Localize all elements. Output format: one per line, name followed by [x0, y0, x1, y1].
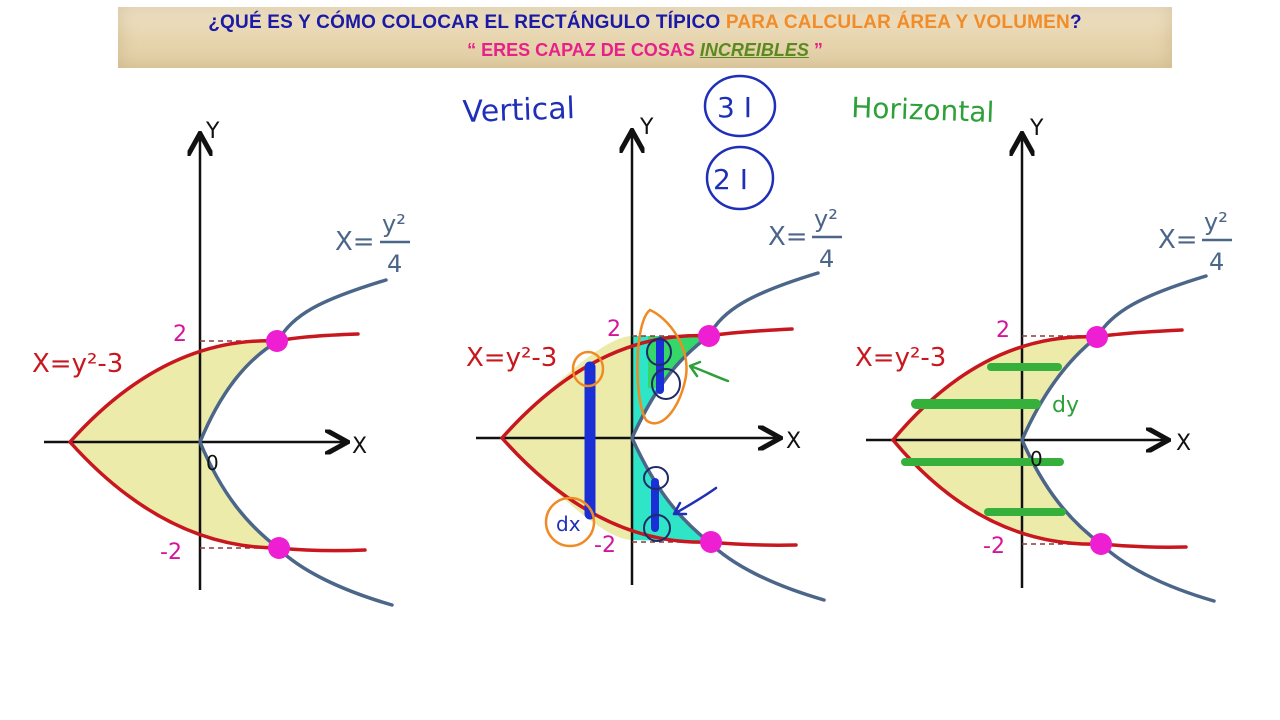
circled-two-text: 2 I — [713, 163, 748, 196]
parabola-right-curve — [1020, 274, 1216, 603]
y-axis-label: Y — [1029, 116, 1044, 141]
title-part2: PARA CALCULAR ÁREA Y VOLUMEN — [725, 12, 1070, 33]
origin-label: 0 — [1030, 447, 1043, 471]
ink-circle-bottom-1 — [643, 466, 669, 490]
equation-denominator: 4 — [1209, 248, 1224, 276]
x-axis-label: X — [1176, 431, 1191, 456]
left-curve-equation: X=y²-3 — [32, 349, 123, 379]
equation-lhs: X= — [1158, 225, 1198, 255]
title-part3: ? — [1069, 12, 1082, 33]
intersection-point-bottom — [268, 537, 290, 559]
tick-label-2: 2 — [173, 322, 187, 347]
subtitle-open: “ ERES CAPAZ DE COSAS — [467, 40, 700, 60]
dx-label: dx — [556, 512, 581, 536]
circled-two-integrals — [705, 145, 775, 211]
equation-numerator: y² — [382, 210, 406, 238]
subtitle: “ ERES CAPAZ DE COSAS INCREIBLES ” — [118, 40, 1172, 61]
y-axis-label: Y — [639, 115, 654, 140]
ink-circle-bottom-2 — [643, 514, 671, 542]
equation-numerator: y² — [814, 205, 838, 233]
equation-lhs: X= — [768, 222, 808, 252]
subtitle-highlight: INCREIBLES — [699, 40, 809, 60]
dy-label: dy — [1052, 393, 1079, 418]
title-part1: ¿QUÉ ES Y CÓMO COLOCAR EL RECTÁNGULO TÍP… — [208, 12, 726, 33]
equation-numerator: y² — [1204, 208, 1228, 236]
intersection-point-top — [266, 330, 288, 352]
left-curve-equation: X=y²-3 — [855, 343, 946, 373]
green-pointer-arrow — [688, 360, 730, 383]
right-curve-equation: X= y² 4 — [1158, 208, 1232, 276]
panel-right: X Y 2 -2 0 X=y²-3 X= y² 4 dy Horizontal — [851, 91, 1232, 603]
subtitle-close: ” — [808, 40, 823, 60]
tick-label-2: 2 — [996, 318, 1010, 343]
horizontal-label: Horizontal — [851, 91, 995, 129]
equation-denominator: 4 — [387, 250, 402, 278]
tick-label-2: 2 — [607, 317, 621, 342]
ink-circle-top-1 — [646, 338, 672, 366]
intersection-point-top — [1086, 326, 1108, 348]
tick-label-neg2: -2 — [594, 533, 616, 558]
tick-label-neg2: -2 — [160, 540, 182, 565]
vertical-label: Vertical — [462, 91, 575, 130]
right-curve-equation: X= y² 4 — [768, 205, 842, 273]
y-axis-label: Y — [205, 119, 220, 144]
title-banner: ¿QUÉ ES Y CÓMO COLOCAR EL RECTÁNGULO TÍP… — [118, 7, 1172, 68]
parabola-right-curve — [630, 271, 826, 602]
intersection-point-top — [698, 325, 720, 347]
right-curve-equation: X= y² 4 — [335, 210, 410, 278]
intersection-point-bottom — [700, 531, 722, 553]
panel-middle: X Y 2 -2 X=y²-3 X= y² 4 dx Vertical 3 I … — [462, 74, 842, 602]
orange-circle-top-endpoint — [571, 350, 605, 388]
x-axis-label: X — [786, 429, 801, 454]
equation-lhs: X= — [335, 227, 375, 257]
ink-circle-top-2 — [651, 368, 681, 400]
left-curve-equation: X=y²-3 — [466, 343, 557, 373]
origin-label: 0 — [206, 451, 219, 475]
x-axis-label: X — [352, 434, 367, 459]
intersection-point-bottom — [1090, 533, 1112, 555]
circled-three-integrals — [703, 74, 777, 138]
panel-left: X Y 2 -2 0 X=y²-3 X= y² 4 — [32, 119, 410, 607]
orange-circle-dx — [544, 496, 596, 548]
circled-three-text: 3 I — [717, 91, 752, 124]
page-title: ¿QUÉ ES Y CÓMO COLOCAR EL RECTÁNGULO TÍP… — [118, 12, 1172, 34]
blue-pointer-arrow — [672, 486, 718, 516]
equation-denominator: 4 — [819, 245, 834, 273]
shaded-region — [70, 340, 278, 548]
orange-loop-highlight — [636, 308, 688, 425]
tick-label-neg2: -2 — [983, 534, 1005, 559]
parabola-right-curve — [198, 278, 394, 607]
